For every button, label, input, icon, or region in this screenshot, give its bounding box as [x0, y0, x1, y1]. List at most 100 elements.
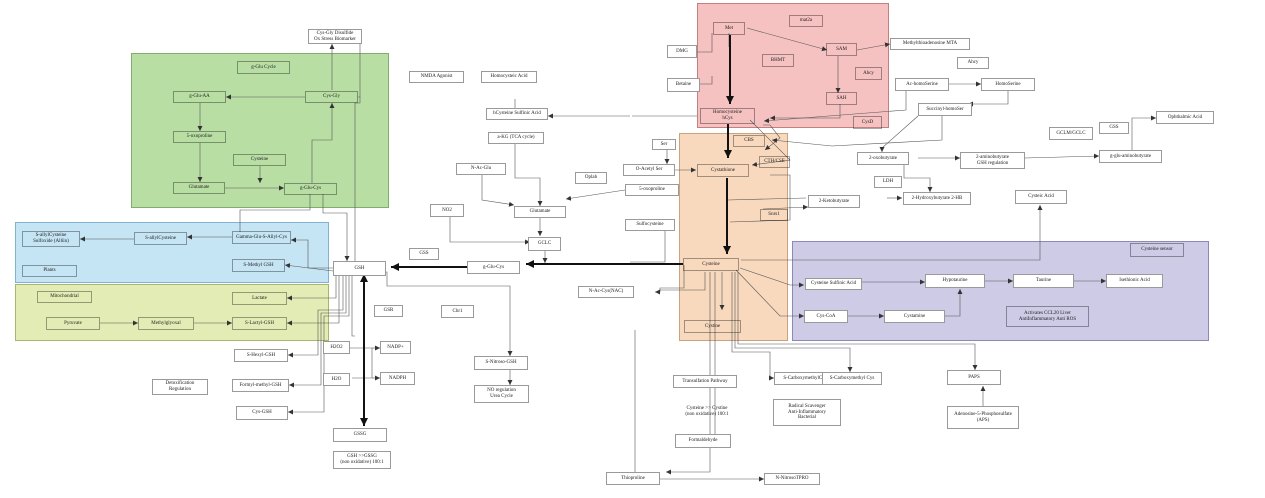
homoserine-node: HomoSerine [981, 78, 1035, 91]
paps-node: PAPS [947, 370, 1001, 385]
h2o2-node: H2O2 [323, 341, 350, 354]
ophthalmic-node: Ophthalmic Acid [1156, 111, 1214, 124]
sulfocysteine-node: Sulfocysteine [625, 219, 675, 231]
met-node: Met [713, 22, 745, 35]
ldh-node: LDH [874, 176, 902, 188]
nmda-agonist-node: NMDA Agonist [409, 71, 464, 83]
cys-cystine-ratio-note: Cysteine >> Cystine (non oxidative) 100:… [685, 405, 729, 417]
sallylcys-sulfoxide-node: S-allylCysteine Sulfoxide (Alliin) [22, 231, 80, 247]
cys-gsh-node: Cys-GSH [236, 406, 288, 420]
nac-glu-node: N-Ac-Glu [456, 163, 506, 175]
mta-node: Methylthioadenosine MTA [890, 38, 970, 50]
ketobutyrate-node: 2-Ketobutyrate [808, 195, 860, 208]
nac-node: N-Ac-Cys(NAC) [578, 286, 634, 298]
homocysteine-node: Homocysteine hCys [700, 108, 755, 124]
cys-gly-node: Cys-Gly [305, 91, 358, 103]
cystine-node: Cystine [684, 320, 741, 333]
cys-coa-node: Cys-CoA [804, 310, 848, 323]
activates-ccl20-note: Activates CCL20 Liver AntiInflammatory A… [1006, 306, 1089, 327]
glutamate-g-node: Glutamate [173, 182, 225, 194]
methylglyoxal-node: Methylglyoxal [138, 317, 194, 330]
cysgly-disulfide-node: Cys-Gly Disulfide Ox Stress Biomarker [308, 29, 362, 44]
succinyl-homoser-node: Succinyl-homoSer [918, 103, 972, 116]
cystathione-node: Cystathione [697, 164, 749, 177]
hypotaurine-node: Hypotaurine [925, 274, 985, 288]
aps-node: Adenosine-5-Phosphosulfate (APS) [947, 406, 1019, 429]
ahcy-pink-node: Ahcy [855, 67, 882, 80]
detox-regulation-node: Detoxification Regulation [152, 379, 208, 395]
n-nitroso-tpro-node: N-NitrosoTPRO [764, 473, 820, 485]
gglu-cycle-label: g-Glu Cycle [237, 61, 290, 74]
cystamine-node: Cystamine [884, 310, 945, 323]
akg-node: a-KG (TCA cycle) [488, 132, 544, 144]
cysd-node: CysD [853, 116, 882, 129]
formaldehyde-node: Formaldehyde [675, 434, 731, 448]
oxoproline-node-1: 5-oxoproline [173, 131, 226, 143]
bhmt-node: BHMT [762, 54, 794, 67]
cys-sulfinic-node: Cysteine Sulfinic Acid [805, 278, 862, 290]
oxoproline-node-2: 5-oxoproline [625, 184, 679, 196]
cysteine-column-region [679, 133, 788, 341]
ac-homoserine-node: Ac-homoSerine [895, 78, 949, 91]
hydroxybutyrate-node: 2-Hydroxybutyrate 2-HB [903, 192, 971, 205]
cth-cse-node: CTH/CSE [759, 156, 790, 168]
gglu-cys-c-node: g-Glu-Cys [467, 261, 520, 274]
oacetyl-ser-node: O-Acetyl Ser [623, 164, 675, 176]
aminobutyrate-node: 2-aminobutyrate GSH regulation [960, 152, 1025, 169]
cysteine-main-node: Cysteine [683, 258, 739, 271]
h2o-node: H2O [323, 373, 350, 386]
dmg-node: DMG [667, 45, 697, 58]
gclc-node: GCLC [528, 237, 561, 251]
isethionic-node: Isethionic Acid [1106, 274, 1163, 288]
ahcy-node: Ahcy [957, 57, 989, 69]
lactate-node: Lactate [232, 292, 287, 305]
mitochondrial-region [15, 284, 329, 341]
sam-node: SAM [826, 43, 857, 56]
oxobutyrate-node: 2-oxobutyrate [857, 152, 909, 165]
gglu-aminobutyrate-node: g-glu-aminobutyrate [1099, 150, 1162, 163]
snrs1-node: Snrs1 [760, 209, 788, 221]
nadp-node: NADP+ [380, 341, 411, 354]
radical-scavenger-note: Radical Scavenger Anti-Inflammatory Bact… [773, 399, 841, 426]
plants-label: Plants [22, 265, 77, 277]
gsh-gssg-ratio-note: GSH >>GSSG (non oxidative) 100:1 [333, 451, 391, 469]
chr1-node: Chr1 [441, 305, 474, 318]
gclm-gclc-node: GCLM/GCLC [1049, 127, 1093, 140]
no-regulation-node: NO regulation Urea Cycle [474, 385, 529, 403]
gssg-node: GSSG [333, 428, 387, 442]
glutamate-c-node: Glutamate [514, 206, 566, 218]
gglu-aa-node: g-Glu-AA [173, 91, 226, 103]
snitroso-gsh-node: S-Nitroso-GSH [474, 356, 528, 370]
gss-2-node: GSS [1099, 122, 1129, 134]
sallylcys-node: S-allylCysteine [134, 232, 187, 245]
gsr-node: GSR [374, 305, 403, 317]
taurine-node: Taurine [1013, 274, 1074, 288]
formyl-methyl-gsh-node: Formyl-methyl-GSH [232, 379, 289, 392]
plants-region [15, 222, 329, 283]
oplah-node: Oplah [575, 172, 607, 184]
cysteine-g-node: Cysteine [233, 154, 286, 166]
cysteine-sensor-region [792, 241, 1209, 341]
pyruvate-node: Pyruvate [46, 317, 100, 330]
ggsac-node: Gamma-Glu-S-Allyl-Cys [232, 231, 291, 244]
nadph-node: NADPH [380, 372, 415, 385]
cysteine-sensor-label: Cysteine sensor [1130, 243, 1184, 257]
gss-node: GSS [409, 248, 439, 260]
ser-node: Ser [652, 139, 676, 150]
homocysteic-acid-node: Homocysteic Acid [481, 71, 537, 83]
mat2a-node: mat2a [789, 15, 823, 27]
hcys-sulfinic-node: hCysteine Sulfinic Acid [486, 108, 548, 120]
scarboxymethyl-cys-node-1: S-CarboxymethylCys [774, 372, 836, 385]
sah-node: SAH [826, 92, 857, 105]
no2-node: NO2 [430, 204, 464, 217]
mitochondrial-label: Mitochondrial [37, 291, 92, 303]
transulfation-label: Transulfation Pathway [673, 375, 737, 388]
scarboxymethyl-cys-node-2: S-Carboxymethyl Cys [822, 372, 882, 385]
gsh-node: GSH [333, 261, 386, 276]
cbs-node: CBS [733, 135, 765, 147]
thioproline-node: Thioproline [606, 472, 660, 485]
betaine-node: Betaine [667, 78, 700, 92]
smethyl-gsh-node: S-Methyl GSH [232, 259, 285, 272]
shexyl-gsh-node: S-Hexyl-GSH [234, 349, 288, 362]
